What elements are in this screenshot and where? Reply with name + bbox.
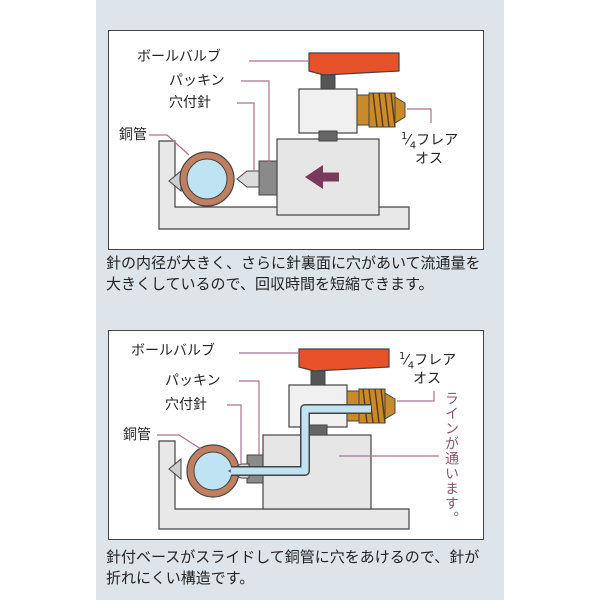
handle-stem [320, 74, 336, 90]
diagram-panel-1: ボールバルブ パッキン 穴付針 銅管 1⁄4フレア オス [108, 30, 484, 250]
label-flare-line1: 1⁄4フレア [401, 131, 459, 152]
caption-1: 針の内径が大きく、さらに針裏面に穴があいて流通量を大きくしているので、回収時間を… [106, 254, 481, 293]
flare-tip [394, 96, 406, 124]
label-needle: 穴付針 [169, 95, 211, 111]
flow-line [231, 405, 371, 475]
label-flare-line2: オス [415, 151, 443, 167]
label-copper-pipe: 銅管 [119, 127, 147, 143]
valve-stem [308, 424, 328, 436]
fraction-denominator: 4 [409, 140, 417, 152]
label-flare-line2: オス [413, 371, 441, 387]
copper-pipe-bore [186, 158, 228, 200]
label-packing: パッキン [165, 373, 221, 389]
valve-handle [308, 52, 400, 76]
fraction-denominator: 4 [407, 360, 415, 372]
thread-lines [372, 92, 396, 128]
valve-handle [298, 348, 390, 372]
label-packing: パッキン [169, 73, 225, 89]
diagram-1-drawing [149, 52, 432, 230]
label-ball-valve: ボールバルブ [137, 49, 221, 65]
base-bracket [158, 440, 410, 530]
label-ball-valve: ボールバルブ [131, 343, 215, 359]
leader-lines [157, 352, 439, 465]
valve-body [298, 88, 358, 134]
label-line-note: ラインが通います。 [443, 391, 459, 526]
fraction-numerator: 1 [399, 351, 406, 362]
leader-lines [149, 60, 432, 171]
packing-block [258, 160, 278, 196]
copper-pipe-bore [193, 451, 233, 491]
flare-fitting-neck [356, 94, 370, 126]
label-flare-text: フレア [416, 132, 459, 149]
label-copper-pipe: 銅管 [123, 427, 151, 443]
label-needle: 穴付針 [165, 397, 207, 413]
handle-stem [310, 370, 326, 386]
caption-2: 針付ベースがスライドして銅管に穴をあけるので、針が折れにくい構造です。 [106, 548, 480, 587]
valve-stem [318, 130, 338, 142]
pipe-support [168, 457, 182, 481]
fraction-numerator: 1 [401, 131, 408, 142]
diagram-2-drawing [157, 348, 439, 530]
label-flare-line1: 1⁄4フレア [399, 351, 457, 372]
label-flare-text: フレア [414, 352, 457, 369]
needle [236, 170, 260, 188]
slide-arrow-head [305, 165, 323, 189]
diagram-panel-2: ボールバルブ パッキン 穴付針 銅管 1⁄4フレア オス ラインが通います。 [108, 330, 484, 540]
flare-tip [384, 392, 396, 420]
